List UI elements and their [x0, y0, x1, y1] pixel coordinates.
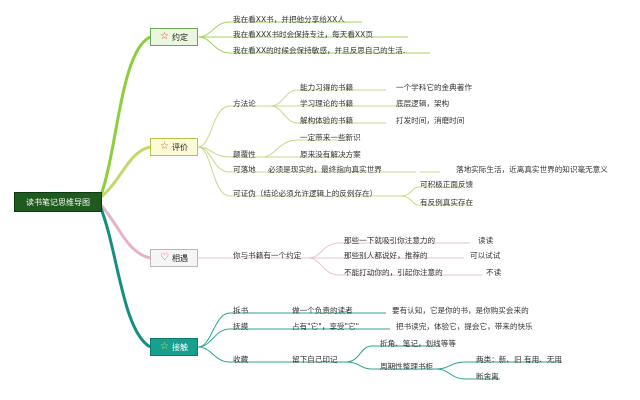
- xiangyu-detail: 可以试试: [470, 251, 501, 260]
- star-icon: ☆: [160, 341, 169, 352]
- pingjia-fangfalun: 方法论: [233, 99, 256, 108]
- topic-yueding[interactable]: ☆ 约定: [150, 28, 198, 46]
- xiangyu-item: 那些别人都说好，推荐的: [344, 251, 428, 260]
- topic-pingjia[interactable]: ☆ 评价: [150, 138, 198, 156]
- pingjia-method-item: 学习理论的书籍: [300, 99, 354, 108]
- root-node[interactable]: 读书笔记思维导图: [14, 192, 102, 212]
- star-icon: ☆: [160, 31, 169, 42]
- jiechu-chaishu-item: 做一个负责的读者: [292, 306, 353, 315]
- heart-icon: ♡: [160, 252, 169, 263]
- branch-pingjia: [99, 145, 151, 200]
- yueding-item: 我在看XX的时候会保持敏感，并且反思自己的生活.: [233, 46, 406, 55]
- pingjia-method-detail: 打发时间，消磨时间: [396, 116, 465, 125]
- jiechu-shoucang-child: 周期性整理书柜: [380, 362, 434, 371]
- xiangyu-item: 那些一下就吸引你注意力的: [344, 236, 436, 245]
- jiechu-fumo-detail: 把书读完，体验它，提会它，带来的快乐: [396, 322, 533, 331]
- jiechu-bookshelf-item: 两类：新、旧 有用、无用: [476, 355, 562, 364]
- branch-xiangyu: [98, 202, 151, 260]
- jiechu-fumo: 抚摸: [233, 322, 249, 331]
- pingjia-method-detail: 一个学科它的金典著作: [396, 83, 472, 92]
- yueding-item: 我在看XX书，并把他分享给XX人: [233, 15, 345, 24]
- topic-yueding-label: 约定: [171, 32, 188, 42]
- yueding-item: 我在看XXX书时会保持专注，每天看XX页: [233, 30, 373, 39]
- topic-jiechu[interactable]: ☆ 接触: [150, 338, 198, 356]
- pingjia-method-item: 能力习得的书籍: [300, 83, 354, 92]
- jiechu-shoucang-item: 留下自己印记: [292, 355, 338, 364]
- branch-yueding: [98, 35, 151, 199]
- pingjia-subversion-item: 原来没有解决方案: [300, 150, 361, 159]
- xiangyu-detail: 不读: [486, 268, 502, 277]
- pingjia-dianfuxing: 颠覆性: [233, 150, 256, 159]
- topic-jiechu-label: 接触: [171, 342, 188, 352]
- jiechu-chaishu-detail: 要有认知，它是你的书，是你购买会来的: [392, 306, 529, 315]
- branch-jiechu: [98, 205, 151, 349]
- star-icon: ☆: [160, 141, 169, 152]
- pingjia-method-item: 解构体验的书籍: [300, 116, 354, 125]
- pingjia-landable-item: 必须是现实的，最终指向真实世界: [268, 165, 382, 174]
- jiechu-shoucang-child: 折角、笔记，划线等等: [380, 339, 456, 348]
- xiangyu-item: 不能打动你的，引起你注意的: [344, 268, 443, 277]
- pingjia-subversion-item: 一定带来一些新识: [300, 133, 361, 142]
- jiechu-shoucang: 收藏: [233, 355, 249, 364]
- jiechu-fumo-item: 占有"它"，享受"它": [292, 322, 360, 331]
- topic-xiangyu-label: 相遇: [171, 253, 188, 263]
- pingjia-falsifiable-item: 有反例真实存在: [420, 198, 474, 207]
- pingjia-landable-detail: 落地实际生活，近离真实世界的知识毫无意义: [456, 165, 608, 174]
- topic-xiangyu[interactable]: ♡ 相遇: [150, 249, 198, 267]
- jiechu-chaishu: 拆书: [233, 306, 249, 315]
- pingjia-falsifiable-item: 可积极正面反馈: [420, 180, 474, 189]
- jiechu-bookshelf-item: 断舍离: [476, 372, 499, 381]
- xiangyu-detail: 读读: [478, 236, 494, 245]
- xiangyu-main: 你与书籍有一个约定: [233, 251, 302, 260]
- root-label: 读书笔记思维导图: [26, 197, 90, 207]
- pingjia-kezhengwei: 可证伪（结论必须允许逻辑上的反例存在）: [233, 189, 378, 198]
- topic-pingjia-label: 评价: [171, 142, 188, 152]
- pingjia-method-detail: 底层逻辑，架构: [396, 99, 450, 108]
- pingjia-keluodi: 可落地: [233, 165, 256, 174]
